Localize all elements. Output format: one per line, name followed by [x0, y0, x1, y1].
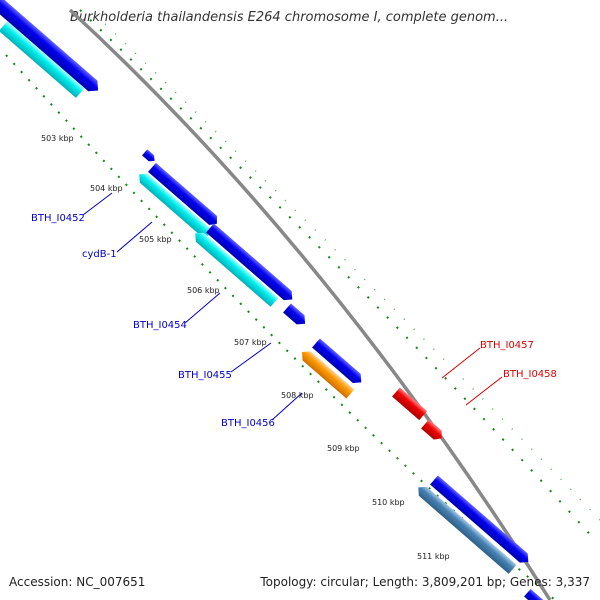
cds-BTH_I0457-red — [392, 387, 428, 421]
gene-label-BTH_I0455: BTH_I0455 — [178, 370, 232, 381]
tick-label-509: 509 kbp — [327, 444, 360, 453]
accession-text: Accession: NC_007651 — [9, 575, 146, 589]
map-title: Burkholderia thailandensis E264 chromoso… — [70, 10, 509, 25]
tick-label-508: 508 kbp — [281, 391, 314, 400]
cds-steel-bottom — [418, 486, 517, 574]
tick-label-511: 511 kbp — [417, 552, 450, 561]
cds-forward-bottom — [430, 475, 529, 563]
gene-label-BTH_I0452: BTH_I0452 — [31, 213, 85, 224]
cds-cydB-1-reverse — [139, 173, 213, 240]
genome-backbone — [68, 8, 552, 600]
gene-label-BTH_I0454: BTH_I0454 — [133, 320, 187, 331]
cds-BTH_I0456-forward — [312, 338, 362, 383]
topology-summary: Topology: circular; Length: 3,809,201 bp… — [260, 575, 590, 589]
tick-label-507: 507 kbp — [234, 338, 267, 347]
tick-label-504: 504 kbp — [90, 184, 123, 193]
gene-label-BTH_I0457: BTH_I0457 — [480, 340, 534, 351]
outer-dot-track-major — [79, 9, 596, 541]
gene-label-BTH_I0458: BTH_I0458 — [503, 369, 557, 380]
gene-name-labels[interactable]: BTH_I0452 cydB-1 BTH_I0454 BTH_I0455 BTH… — [31, 213, 557, 429]
cds-forward-top-left — [0, 0, 99, 92]
cds-BTH_I0454-forward — [206, 223, 293, 301]
gene-features[interactable] — [0, 0, 561, 600]
track-dots — [5, 9, 600, 600]
cds-reverse-top-left — [0, 21, 85, 98]
inner-dot-track — [5, 54, 556, 600]
cds-BTH_I0458-red — [421, 419, 442, 440]
tick-label-506: 506 kbp — [187, 286, 220, 295]
tick-label-510: 510 kbp — [372, 498, 405, 507]
gene-label-BTH_I0456: BTH_I0456 — [221, 418, 275, 429]
label-leaders — [82, 192, 503, 421]
cds-BTH_I0455-forward — [283, 303, 306, 325]
gene-label-cydB-1: cydB-1 — [82, 249, 117, 260]
cds-bottom-edge — [524, 588, 561, 600]
cds-BTH_I0456-orange — [302, 351, 355, 399]
tick-label-505: 505 kbp — [139, 235, 172, 244]
cds-BTH_I0452-forward — [148, 162, 218, 226]
tick-label-503: 503 kbp — [41, 134, 74, 143]
cds-BTH_I0454-reverse — [195, 232, 279, 307]
kbp-tick-labels: 503 kbp 504 kbp 505 kbp 506 kbp 507 kbp … — [41, 134, 450, 561]
cds-forward-small — [142, 149, 155, 162]
